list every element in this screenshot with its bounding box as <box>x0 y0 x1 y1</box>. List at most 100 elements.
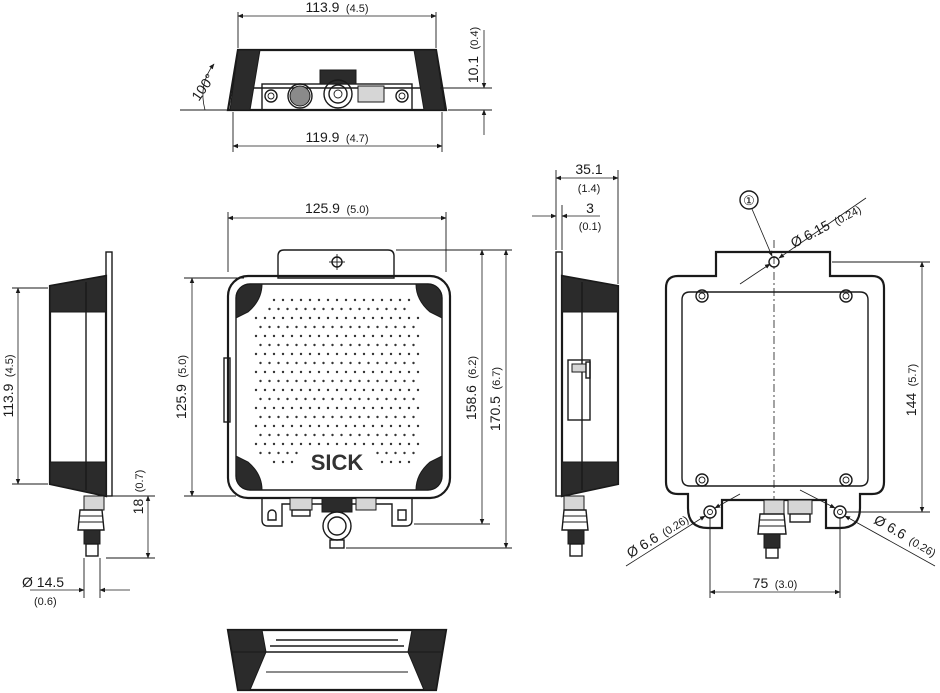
grille-hole <box>304 307 307 311</box>
grille-hole <box>254 388 258 392</box>
grille-hole <box>412 433 415 437</box>
grille-hole <box>340 325 343 329</box>
grille-hole <box>353 298 357 302</box>
grille-hole <box>331 397 334 401</box>
grille-hole <box>371 424 375 428</box>
grille-hole <box>389 460 393 464</box>
grille-hole <box>268 415 271 419</box>
grille-hole <box>286 433 289 437</box>
grille-hole <box>272 460 276 464</box>
grille-hole <box>286 361 289 365</box>
svg-text:125.9 (5.0): 125.9 (5.0) <box>173 355 190 419</box>
grille-hole <box>403 307 406 311</box>
svg-text:35.1: 35.1 <box>575 161 602 177</box>
grille-hole <box>259 343 262 347</box>
grille-hole <box>304 361 307 365</box>
grille-hole <box>254 442 258 446</box>
grille-hole <box>313 415 316 419</box>
grille-hole <box>353 406 357 410</box>
left-side-view: 113.9 (4.5) 18 (0.7) Ø 14.5 (0.6) <box>0 251 155 608</box>
svg-text:75 (3.0): 75 (3.0) <box>753 575 798 592</box>
grille-hole <box>340 415 343 419</box>
grille-hole <box>394 343 397 347</box>
grille-hole <box>272 370 276 374</box>
grille-hole <box>407 352 411 356</box>
grille-hole <box>272 352 276 356</box>
grille-hole <box>358 397 361 401</box>
grille-hole <box>389 298 393 302</box>
grille-hole <box>362 442 366 446</box>
grille-hole <box>394 433 397 437</box>
top-view: 113.9 (4.5) 119.9 (4.7) 10.1 (0.4) 100° <box>180 0 492 152</box>
grille-hole <box>385 433 388 437</box>
grille-hole <box>398 388 402 392</box>
svg-text:125.9 (5.0): 125.9 (5.0) <box>305 200 369 217</box>
grille-hole <box>389 334 393 338</box>
grille-hole <box>304 343 307 347</box>
grille-hole <box>335 424 339 428</box>
grille-hole <box>304 379 307 383</box>
grille-hole <box>389 424 393 428</box>
grille-hole <box>277 307 280 311</box>
svg-text:119.9 (4.7): 119.9 (4.7) <box>305 129 368 146</box>
grille-hole <box>277 343 280 347</box>
grille-hole <box>268 397 271 401</box>
grille-hole <box>272 298 276 302</box>
grille-hole <box>308 442 312 446</box>
grille-hole <box>331 343 334 347</box>
grille-hole <box>403 325 406 329</box>
grille-hole <box>313 343 316 347</box>
grille-hole <box>335 442 339 446</box>
grille-hole <box>362 298 366 302</box>
grille-hole <box>272 424 276 428</box>
grille-hole <box>380 424 384 428</box>
grille-hole <box>304 433 307 437</box>
grille-hole <box>344 298 348 302</box>
grille-hole <box>295 361 298 365</box>
grille-hole <box>326 370 330 374</box>
grille-hole <box>263 442 267 446</box>
sick-logo: SICK <box>311 450 364 475</box>
grille-hole <box>403 415 406 419</box>
grille-hole <box>367 379 370 383</box>
grille-hole <box>290 352 294 356</box>
grille-hole <box>326 316 330 320</box>
grille-hole <box>281 460 285 464</box>
grille-hole <box>367 307 370 311</box>
grille-hole <box>371 334 375 338</box>
grille-hole <box>403 397 406 401</box>
grille-hole <box>281 298 285 302</box>
grille-hole <box>268 433 271 437</box>
svg-text:(0.6): (0.6) <box>34 596 57 608</box>
grille-hole <box>349 325 352 329</box>
grille-hole <box>362 370 366 374</box>
grille-hole <box>281 388 285 392</box>
grille-hole <box>344 370 348 374</box>
grille-hole <box>371 298 375 302</box>
grille-hole <box>335 388 339 392</box>
grille-hole <box>263 388 267 392</box>
grille-hole <box>308 352 312 356</box>
grille-hole <box>295 325 298 329</box>
grille-hole <box>286 415 289 419</box>
grille-hole <box>367 415 370 419</box>
grille-hole <box>403 343 406 347</box>
grille-hole <box>349 361 352 365</box>
grille-hole <box>272 316 276 320</box>
grille-hole <box>272 406 276 410</box>
grille-hole <box>322 397 325 401</box>
grille-hole <box>407 316 411 320</box>
grille-hole <box>317 298 321 302</box>
grille-hole <box>407 406 411 410</box>
grille-hole <box>403 451 406 455</box>
grille-hole <box>389 442 393 446</box>
screw-icon <box>695 289 709 303</box>
svg-text:①: ① <box>743 193 755 208</box>
grille-hole <box>317 316 321 320</box>
grille-hole <box>308 316 312 320</box>
grille-hole <box>308 406 312 410</box>
grille-hole <box>403 361 406 365</box>
grille-hole <box>313 361 316 365</box>
grille-hole <box>281 334 285 338</box>
grille-hole <box>371 370 375 374</box>
